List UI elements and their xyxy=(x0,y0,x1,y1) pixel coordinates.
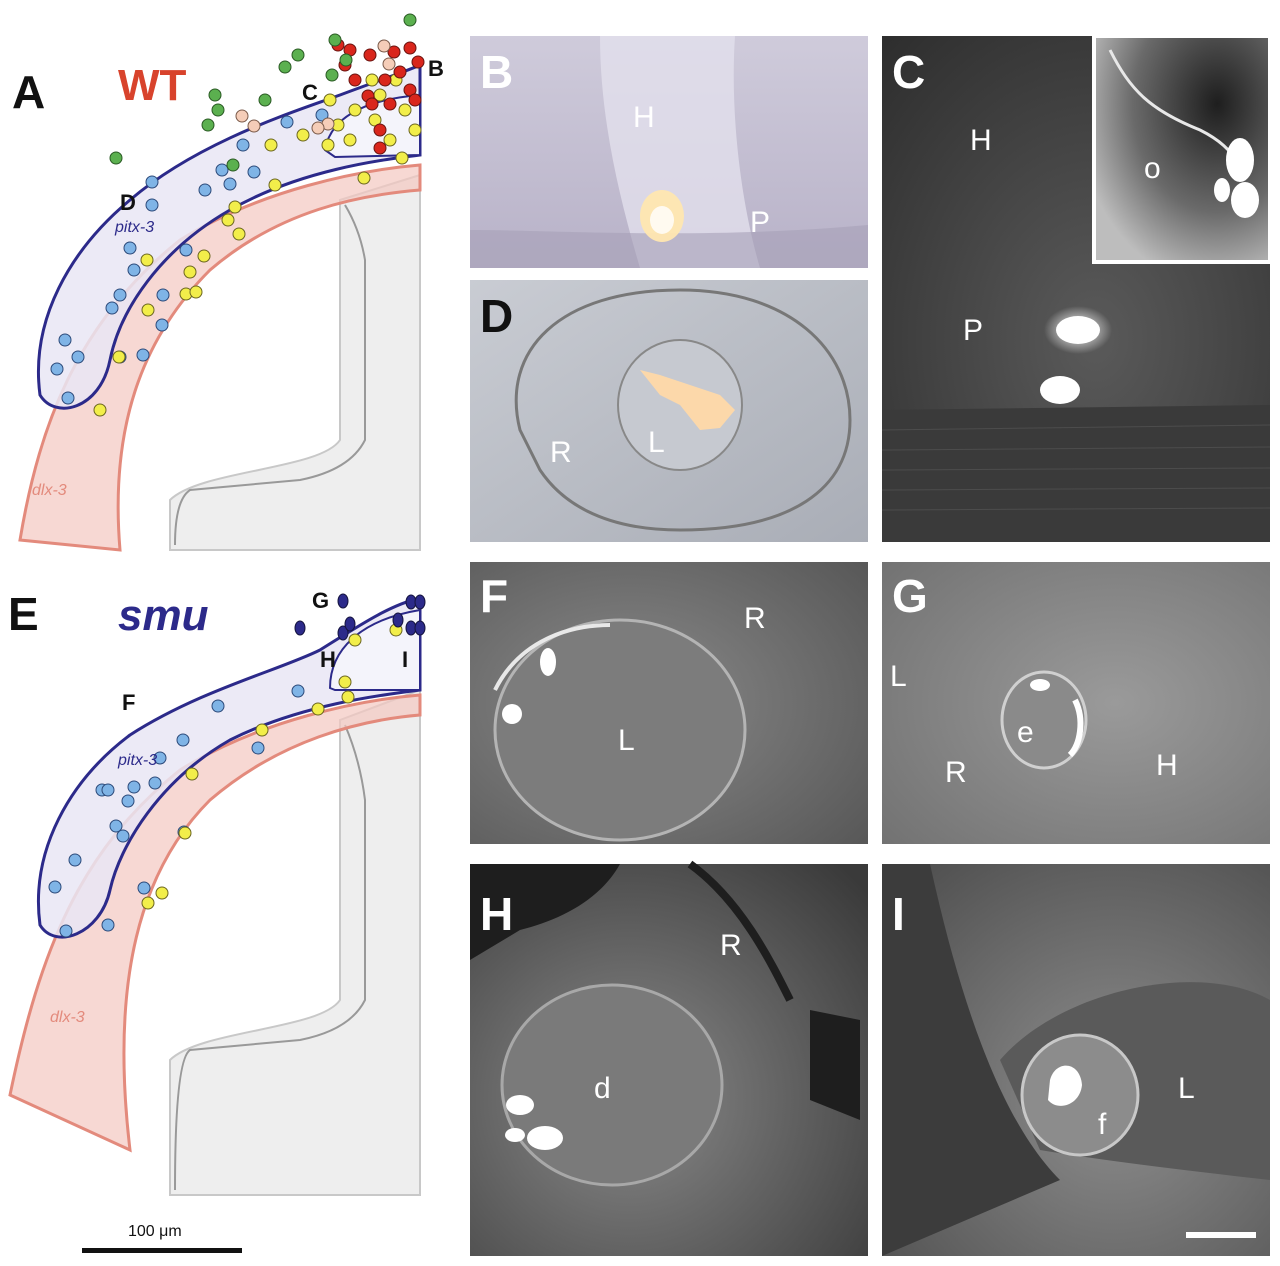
label-b-h: H xyxy=(633,101,655,134)
label-g-h: H xyxy=(1156,749,1178,782)
tissue-outline xyxy=(174,204,366,546)
panel-letter-e: E xyxy=(8,588,39,640)
label-i-l: L xyxy=(1178,1072,1195,1105)
panel-i: I L f xyxy=(882,864,1270,1256)
scale-bar-label: 100 μm xyxy=(128,1223,182,1240)
label-i-f: f xyxy=(1098,1108,1107,1141)
panel-g: G L R H e xyxy=(882,562,1270,844)
label-b-p: P xyxy=(750,206,770,239)
panel-b: B H P xyxy=(470,36,868,268)
dlx-label-bottom: dlx-3 xyxy=(50,1009,85,1026)
dlx-label-top: dlx-3 xyxy=(32,482,67,499)
label-d-r: R xyxy=(550,436,572,469)
label-g-r: R xyxy=(945,756,967,789)
label-g-l: L xyxy=(890,660,907,693)
panel-letter-g: G xyxy=(892,570,928,622)
schematic-title-smu: smu xyxy=(118,591,209,640)
panel-h: H R d xyxy=(470,860,868,1256)
panel-letter-i: I xyxy=(892,888,905,940)
pitx-label-bottom: pitx-3 xyxy=(117,752,157,769)
panel-letter-f: F xyxy=(480,570,508,622)
panel-f: F R L xyxy=(470,562,868,844)
callout-f: F xyxy=(122,690,135,715)
label-c-h: H xyxy=(970,124,992,157)
callout-b: B xyxy=(428,56,444,81)
label-h-r: R xyxy=(720,929,742,962)
label-d-l: L xyxy=(648,426,665,459)
callout-h: H xyxy=(320,647,336,672)
label-h-d: d xyxy=(594,1072,611,1105)
panel-letter-a: A xyxy=(12,66,45,118)
callout-c: C xyxy=(302,80,318,105)
scale-bar: 100 μm xyxy=(82,1223,242,1253)
label-c-p: P xyxy=(963,314,983,347)
label-g-e: e xyxy=(1017,716,1034,749)
background-tissue-e xyxy=(169,688,421,1196)
label-f-l: L xyxy=(618,724,635,757)
panel-letter-h: H xyxy=(480,888,513,940)
callout-g: G xyxy=(312,588,329,613)
tissue-outline-e xyxy=(174,724,366,1191)
background-tissue xyxy=(169,173,421,551)
panel-letter-b: B xyxy=(480,46,513,98)
cell-dots-e xyxy=(48,593,426,938)
schematic-a: A WT B C D pitx-3 dlx-3 xyxy=(12,13,444,552)
panel-d: D R L xyxy=(470,280,868,542)
cell-dots-a xyxy=(50,13,425,417)
panel-c: C H P o xyxy=(881,34,1272,542)
pitx-label-top: pitx-3 xyxy=(114,219,154,236)
micrograph-scale-bar xyxy=(1186,1232,1256,1238)
schematic-e: E smu F G H I pitx-3 dlx-3 xyxy=(8,588,426,1196)
schematic-title-wt: WT xyxy=(118,61,187,110)
panel-letter-c: C xyxy=(892,46,925,98)
label-c-inset-o: o xyxy=(1144,152,1161,185)
label-f-r: R xyxy=(744,602,766,635)
callout-i: I xyxy=(402,647,408,672)
callout-d: D xyxy=(120,190,136,215)
panel-letter-d: D xyxy=(480,290,513,342)
